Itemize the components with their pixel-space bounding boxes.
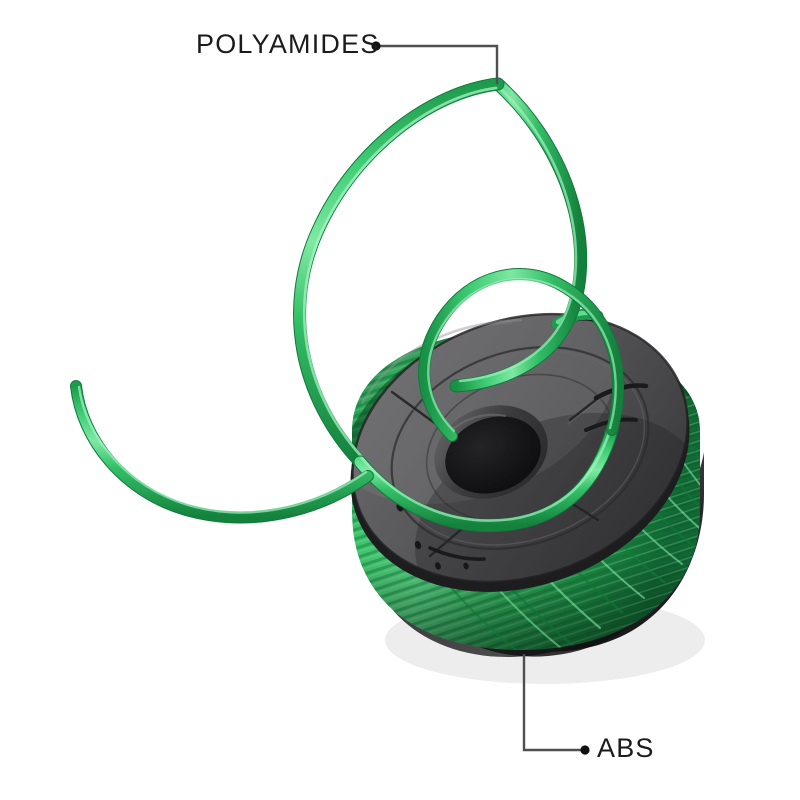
leader-dot-abs xyxy=(580,745,590,755)
filament-free-tail xyxy=(70,380,374,524)
hub-hole xyxy=(445,416,541,494)
filament-upper-arc xyxy=(293,77,505,469)
callout-label-abs: ABS xyxy=(597,733,655,763)
callout-label-polyamides: POLYAMIDES xyxy=(196,29,380,59)
filament-front-sweep xyxy=(353,423,619,532)
leader-polyamides xyxy=(371,41,499,84)
spool-center-hub xyxy=(434,405,548,499)
filament-right-loop xyxy=(418,268,624,442)
callout-leaders xyxy=(371,41,590,755)
leader-dot-polyamides xyxy=(371,41,381,51)
green-filament-line xyxy=(70,77,624,532)
leader-abs xyxy=(522,654,590,755)
